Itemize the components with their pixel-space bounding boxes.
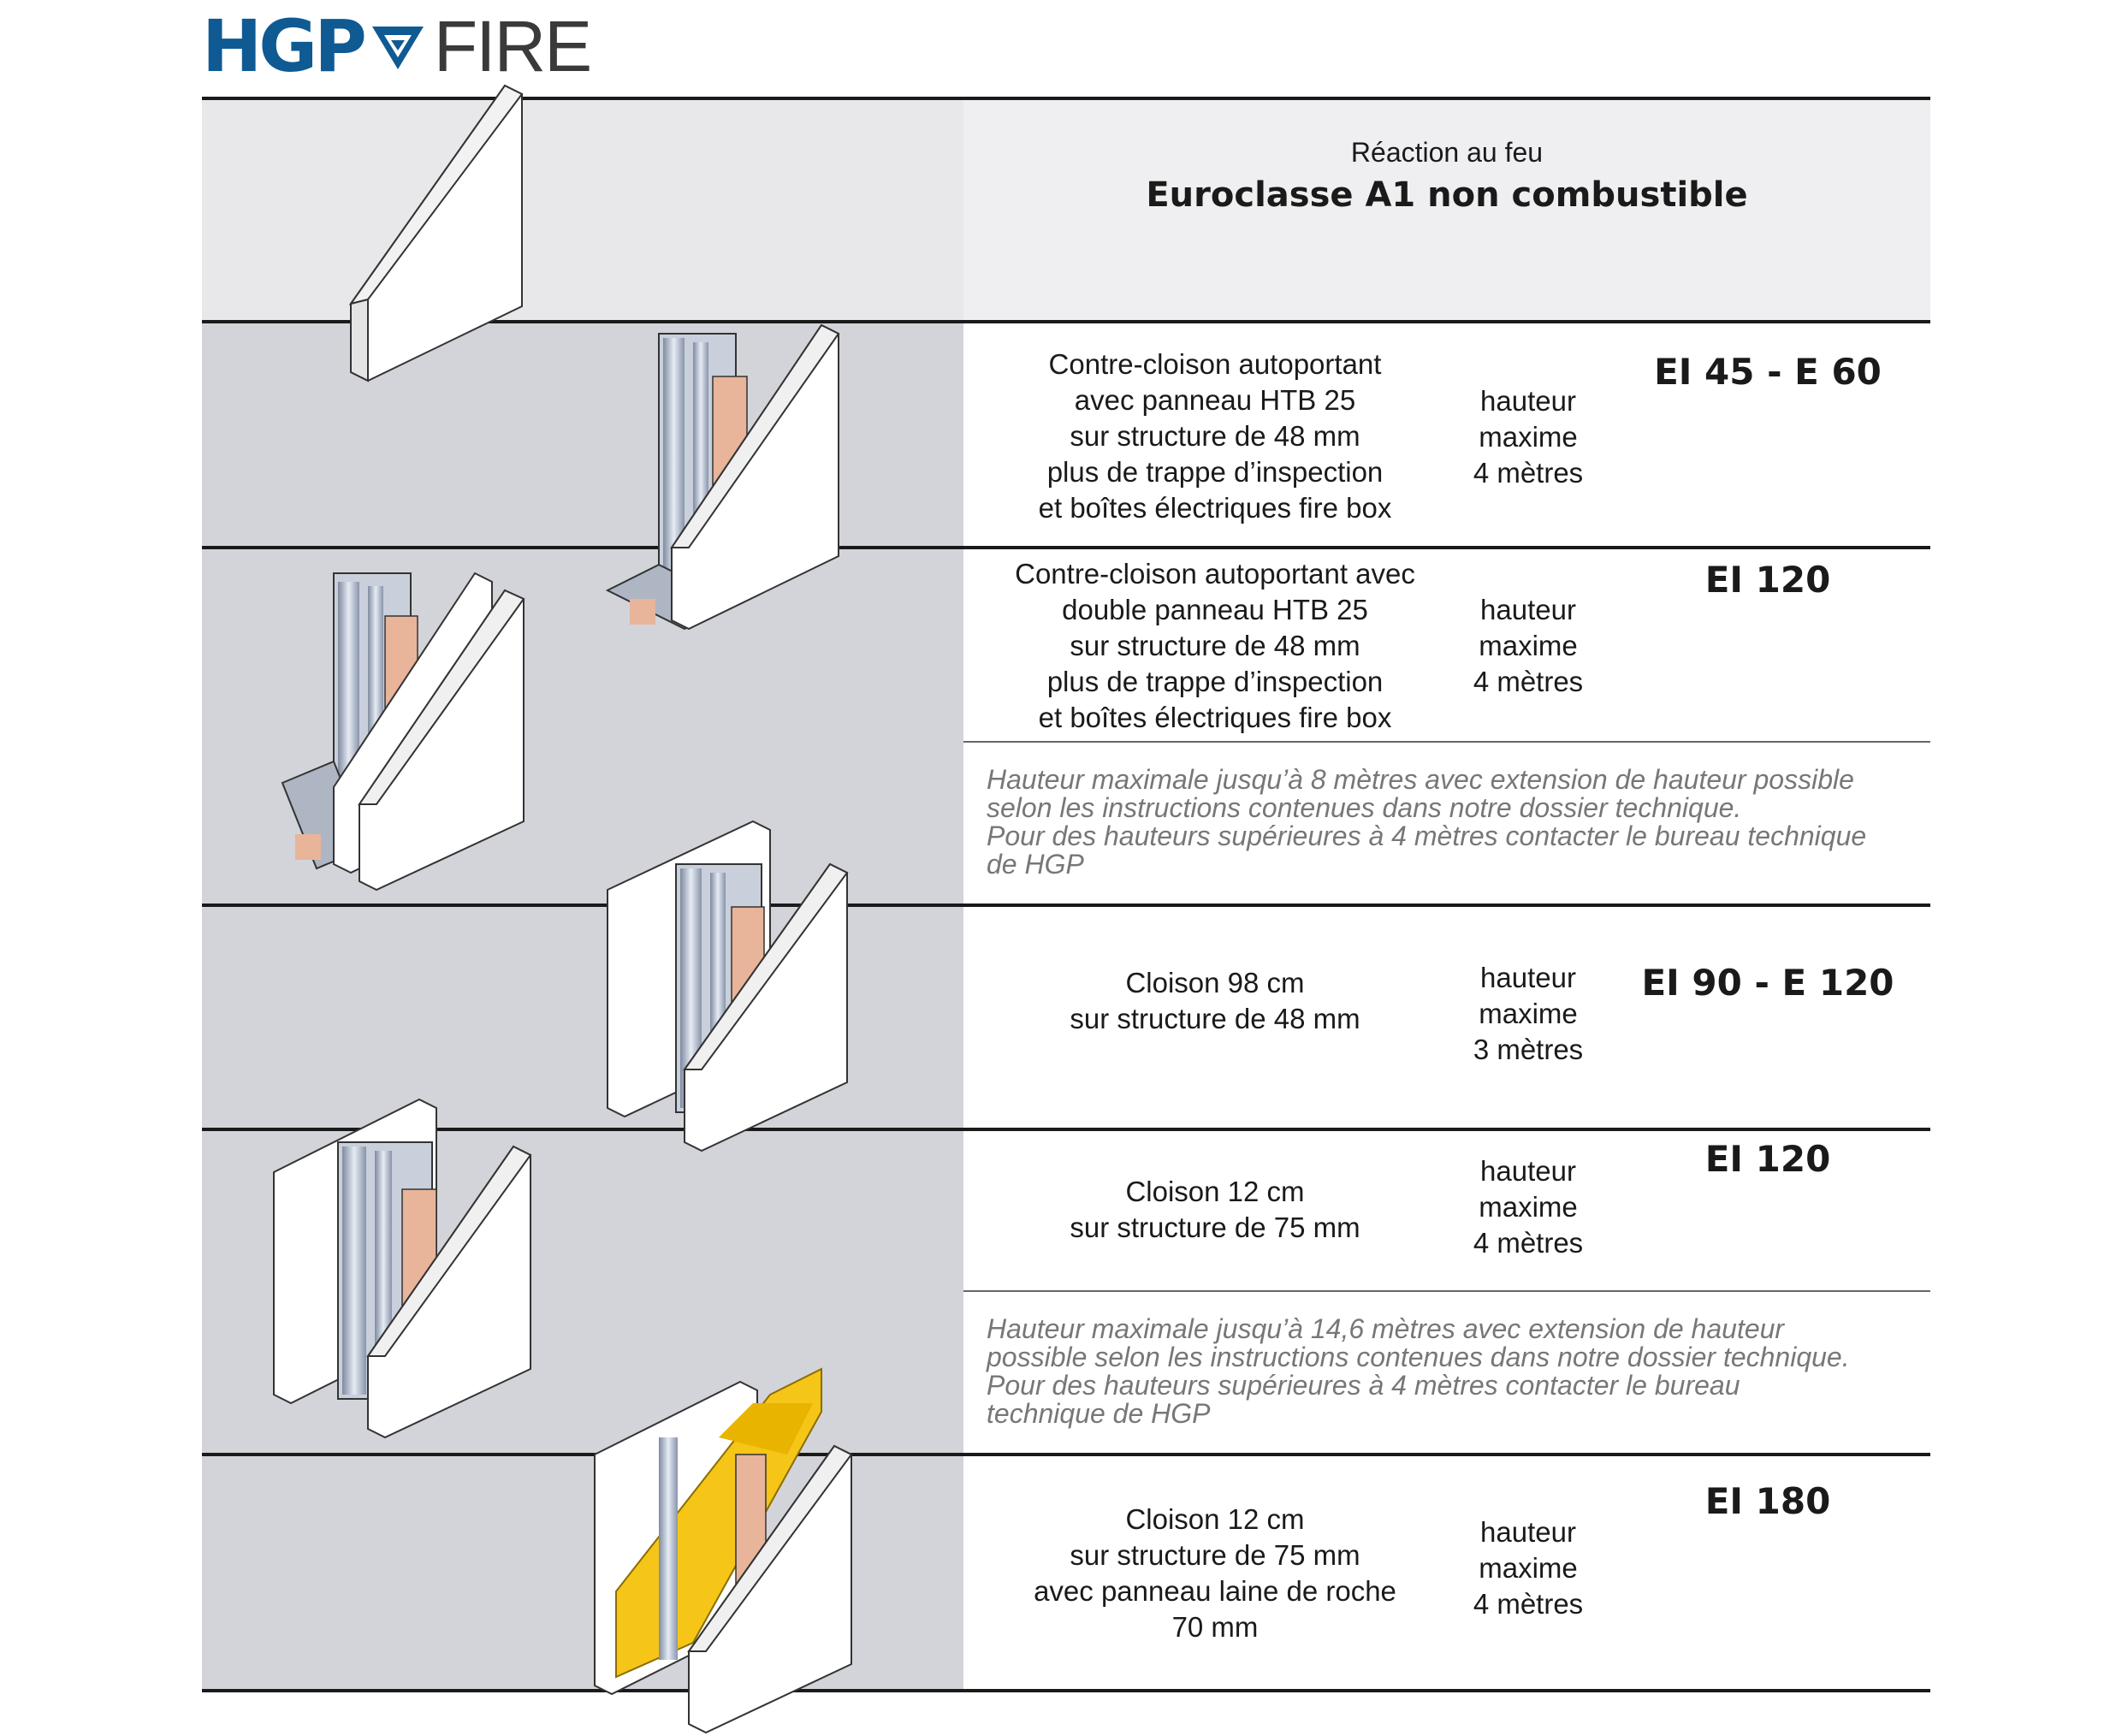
note-2-line: Hauteur maximale jusqu’à 14,6 mètres ave…: [987, 1313, 1785, 1344]
row-3-height-line: maxime: [1479, 998, 1578, 1029]
row-5-rating: EI 180: [1704, 1480, 1831, 1522]
row-2-height-line: hauteur: [1480, 594, 1576, 625]
row-1-desc-line: Contre-cloison autoportant: [1048, 348, 1382, 380]
row-2-description: Contre-cloison autoportant avec double p…: [975, 556, 1455, 736]
row-3-description: Cloison 98 cm sur structure de 48 mm: [975, 965, 1455, 1037]
rule-row-3: [202, 904, 1930, 907]
row-5-height-line: hauteur: [1480, 1516, 1576, 1548]
illustration-partition-98: [607, 820, 849, 1152]
row-2-height-line: 4 mètres: [1473, 666, 1584, 697]
illustration-single-board: [348, 84, 524, 382]
row-3-desc-line: Cloison 98 cm: [1125, 967, 1305, 998]
header-subtitle: Réaction au feu: [1350, 137, 1544, 168]
row-2-rating: EI 120: [1704, 559, 1831, 601]
illustration-partition-rockwool: [594, 1367, 853, 1734]
note-1-line: Pour des hauteurs supérieures à 4 mètres…: [987, 821, 1867, 851]
row-3-desc-line: sur structure de 48 mm: [1070, 1003, 1360, 1034]
header-cell: [963, 98, 1930, 321]
row-1-height-line: maxime: [1479, 421, 1578, 453]
note-1: Hauteur maximale jusqu’à 8 mètres avec e…: [987, 766, 1928, 879]
row-1-desc-line: et boîtes électriques fire box: [1038, 492, 1392, 524]
rule-row-4: [202, 1128, 1930, 1131]
row-4-height-line: 4 mètres: [1473, 1227, 1584, 1259]
header-title: Euroclasse A1 non combustible: [1146, 175, 1748, 215]
row-5-height: hauteur maxime 4 mètres: [1434, 1514, 1622, 1622]
note-1-line: selon les instructions contenues dans no…: [987, 792, 1742, 823]
row-3-height: hauteur maxime 3 mètres: [1434, 960, 1622, 1068]
logo-brand-text: HGP: [202, 4, 367, 88]
row-1-rating: EI 45 - E 60: [1654, 351, 1882, 393]
row-2-height-line: maxime: [1479, 630, 1578, 661]
note-2: Hauteur maximale jusqu’à 14,6 mètres ave…: [987, 1315, 1928, 1428]
rule-note-2: [963, 1290, 1930, 1292]
brand-logo: HGP FIRE: [202, 4, 592, 88]
row-2-desc-line: double panneau HTB 25: [1062, 594, 1368, 625]
row-1-height-line: hauteur: [1480, 385, 1576, 417]
rule-bottom: [202, 1689, 1930, 1692]
row-2-desc-line: sur structure de 48 mm: [1070, 630, 1360, 661]
row-5-description: Cloison 12 cm sur structure de 75 mm ave…: [975, 1502, 1455, 1645]
row-1-desc-line: sur structure de 48 mm: [1070, 420, 1360, 452]
row-3-height-line: 3 mètres: [1473, 1034, 1584, 1065]
illustration-header-area: [202, 98, 963, 321]
illustration-lining-single: [605, 323, 840, 631]
row-2-desc-line: plus de trappe d’inspection: [1046, 666, 1384, 697]
row-5-desc-line: Cloison 12 cm: [1125, 1503, 1305, 1535]
logo-product-text: FIRE: [433, 6, 592, 86]
note-2-line: technique de HGP: [987, 1398, 1211, 1429]
row-2-desc-line: Contre-cloison autoportant avec: [1015, 558, 1415, 590]
row-5-desc-line: avec panneau laine de roche: [1034, 1575, 1396, 1607]
row-1-desc-line: plus de trappe d’inspection: [1046, 456, 1384, 488]
row-5-height-line: 4 mètres: [1473, 1588, 1584, 1620]
note-2-line: possible selon les instructions contenue…: [987, 1342, 1850, 1372]
row-4-height: hauteur maxime 4 mètres: [1434, 1153, 1622, 1261]
rule-note-1: [963, 741, 1930, 743]
rule-top: [202, 97, 1930, 100]
row-5-desc-line: 70 mm: [1171, 1611, 1259, 1643]
row-4-description: Cloison 12 cm sur structure de 75 mm: [975, 1174, 1455, 1246]
row-5-desc-line: sur structure de 75 mm: [1070, 1539, 1360, 1571]
row-4-rating: EI 120: [1704, 1138, 1831, 1180]
logo-diamond-icon: [371, 27, 424, 69]
row-1-description: Contre-cloison autoportant avec panneau …: [975, 347, 1455, 526]
row-2-desc-line: et boîtes électriques fire box: [1038, 702, 1392, 733]
row-4-desc-line: sur structure de 75 mm: [1070, 1212, 1360, 1243]
row-4-desc-line: Cloison 12 cm: [1125, 1176, 1305, 1207]
illustration-lining-double: [281, 572, 525, 892]
note-1-line: Hauteur maximale jusqu’à 8 mètres avec e…: [987, 764, 1854, 795]
row-3-height-line: hauteur: [1480, 962, 1576, 993]
rule-row-1: [202, 320, 1930, 323]
row-4-height-line: hauteur: [1480, 1155, 1576, 1187]
row-3-rating: EI 90 - E 120: [1641, 962, 1894, 1004]
note-2-line: Pour des hauteurs supérieures à 4 mètres…: [987, 1370, 1740, 1401]
row-2-height: hauteur maxime 4 mètres: [1434, 592, 1622, 700]
row-1-height-line: 4 mètres: [1473, 457, 1584, 489]
row-1-height: hauteur maxime 4 mètres: [1434, 383, 1622, 491]
rule-row-5: [202, 1453, 1930, 1456]
row-1-desc-line: avec panneau HTB 25: [1074, 384, 1356, 416]
rule-row-2: [202, 546, 1930, 549]
row-5-height-line: maxime: [1479, 1552, 1578, 1584]
row-4-height-line: maxime: [1479, 1191, 1578, 1223]
note-1-line: de HGP: [987, 849, 1084, 880]
illustration-partition-12: [273, 1098, 532, 1439]
